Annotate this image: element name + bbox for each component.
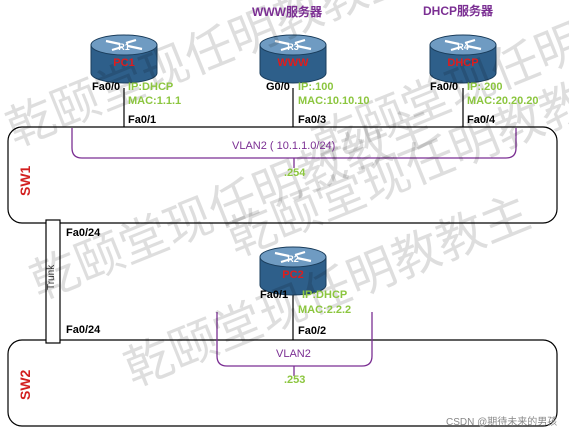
router-body bbox=[259, 44, 327, 84]
r1-port: Fa0/0 bbox=[92, 81, 121, 93]
csdn-footer: CSDN @期待未来的男孩 bbox=[446, 417, 558, 428]
r4-name: DHCP bbox=[447, 57, 479, 69]
router-body bbox=[259, 256, 327, 296]
trunk-label: Trunk bbox=[46, 264, 57, 290]
router-top bbox=[259, 34, 327, 56]
router-top bbox=[259, 246, 327, 268]
r3-mac: MAC:10.10.10 bbox=[298, 95, 370, 107]
r1-name: PC1 bbox=[113, 57, 135, 69]
r3-name: WWW bbox=[277, 57, 309, 69]
sw2-trunk-port: Fa0/24 bbox=[66, 324, 101, 336]
r3-port: G0/0 bbox=[266, 81, 290, 93]
router-arrows bbox=[105, 38, 143, 52]
sw2-box bbox=[7, 339, 558, 427]
sw2-vlan-label: VLAN2 bbox=[276, 348, 311, 360]
router-arrows bbox=[274, 38, 312, 52]
sw1-box bbox=[7, 126, 558, 224]
r1-mac: MAC:1.1.1 bbox=[128, 95, 182, 107]
sw1-svi-ip: .254 bbox=[284, 167, 306, 179]
router-arrows bbox=[444, 38, 482, 52]
r1-ip: IP:DHCP bbox=[128, 81, 174, 93]
sw1-vlan-label: VLAN2 ( 10.1.1.0/24) bbox=[232, 140, 336, 152]
r3-id: R3 bbox=[287, 42, 299, 52]
r1-id: R1 bbox=[118, 42, 130, 52]
r2-port: Fa0/1 bbox=[260, 289, 289, 301]
router-arrows bbox=[274, 250, 312, 264]
trunk-link bbox=[45, 219, 61, 344]
sw2-label: SW2 bbox=[17, 369, 33, 400]
router-body bbox=[90, 44, 158, 84]
r4-mac: MAC:20.20.20 bbox=[467, 95, 539, 107]
r2-switch-port: Fa0/2 bbox=[298, 325, 327, 337]
r4-id: R4 bbox=[457, 42, 469, 52]
r3-title: WWW服务器 bbox=[252, 5, 322, 19]
sw1-trunk-port: Fa0/24 bbox=[66, 227, 101, 239]
r3-switch-port: Fa0/3 bbox=[298, 114, 327, 126]
r4-switch-port: Fa0/4 bbox=[467, 114, 496, 126]
r2-ip: IP:DHCP bbox=[302, 289, 348, 301]
r4-title: DHCP服务器 bbox=[423, 4, 494, 18]
r2-name: PC2 bbox=[282, 269, 304, 281]
router-icon-r1[interactable] bbox=[90, 34, 158, 84]
r2-mac: MAC:2.2.2 bbox=[298, 304, 352, 316]
r3-ip: IP:.100 bbox=[298, 81, 334, 93]
r2-id: R2 bbox=[287, 254, 299, 264]
router-icon-r3[interactable] bbox=[259, 34, 327, 84]
router-icon-r4[interactable] bbox=[429, 34, 497, 84]
router-top bbox=[90, 34, 158, 56]
sw1-label: SW1 bbox=[17, 165, 33, 196]
router-icon-r2[interactable] bbox=[259, 246, 327, 296]
r4-port: Fa0/0 bbox=[430, 81, 459, 93]
r4-ip: IP:.200 bbox=[467, 81, 503, 93]
r1-switch-port: Fa0/1 bbox=[128, 114, 157, 126]
router-body bbox=[429, 44, 497, 84]
sw2-svi-ip: .253 bbox=[284, 374, 306, 386]
router-top bbox=[429, 34, 497, 56]
